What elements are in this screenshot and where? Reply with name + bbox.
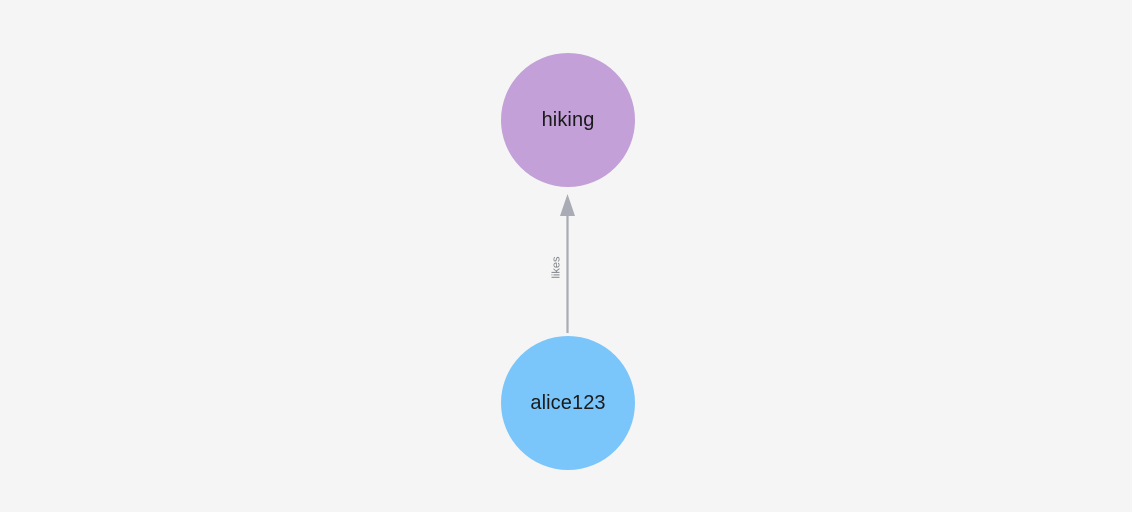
graph-node-hiking[interactable]: hiking: [501, 53, 635, 187]
graph-node-alice123[interactable]: alice123: [501, 336, 635, 470]
edge-alice123-likes-hiking[interactable]: [560, 194, 575, 333]
arrowhead-up-icon: [560, 194, 575, 216]
node-label-hiking: hiking: [541, 109, 595, 131]
edge-label-likes: likes: [550, 256, 563, 279]
node-label-alice123: alice123: [530, 392, 606, 414]
